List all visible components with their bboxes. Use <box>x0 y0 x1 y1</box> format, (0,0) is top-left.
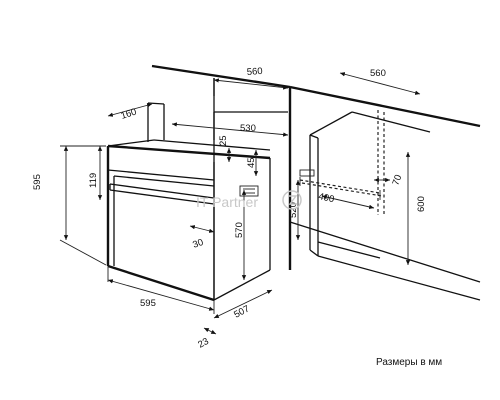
dim-door-depth: 30 <box>191 237 205 251</box>
right-niche <box>289 85 481 301</box>
left-niche <box>147 64 292 300</box>
dimension-lines <box>59 72 421 335</box>
dim-front-thickness: 23 <box>196 336 211 351</box>
watermark: IT Partner <box>196 190 302 210</box>
dim-vent-height: 45 <box>246 157 257 168</box>
dim-niche-top-depth: 560 <box>246 66 263 78</box>
dim-oven-side-depth: 160 <box>120 106 138 121</box>
dimension-labels: 560 560 160 530 595 119 25 45 30 570 520… <box>32 66 427 351</box>
dim-panel-top-gap: 25 <box>218 135 229 146</box>
dim-vent-depth: 70 <box>390 173 404 187</box>
dim-oven-width: 595 <box>140 298 156 309</box>
dim-side-height: 520 <box>288 202 299 218</box>
dim-cabinet-height: 600 <box>416 196 427 212</box>
units-caption: Размеры в мм <box>376 357 443 368</box>
dim-panel-height: 119 <box>88 173 99 188</box>
dim-vent-width: 400 <box>317 191 335 205</box>
dim-niche-right-depth: 560 <box>370 68 386 79</box>
dim-body-depth: 507 <box>232 303 251 320</box>
dim-oven-height: 595 <box>32 174 43 190</box>
watermark-text: IT Partner <box>196 194 258 210</box>
watermark-logo-icon <box>282 190 302 210</box>
dim-niche-inner-depth: 530 <box>240 123 256 134</box>
dim-niche-height: 570 <box>234 222 245 238</box>
vent-slots <box>299 169 383 200</box>
